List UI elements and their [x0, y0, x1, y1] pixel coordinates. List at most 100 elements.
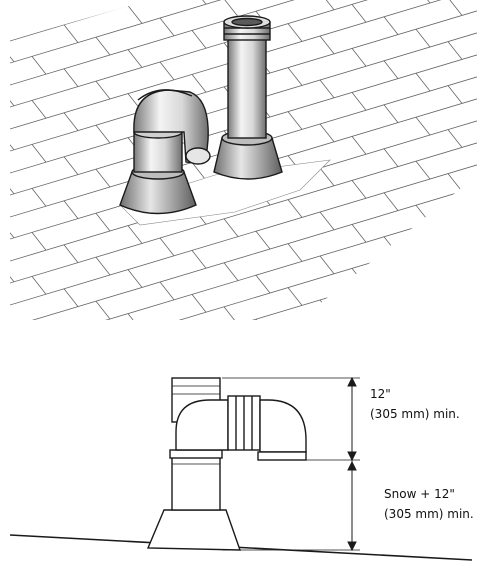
- shingle-joint-line: [31, 100, 47, 119]
- shingle-joint-line: [351, 48, 367, 67]
- shingle-joint-line: [287, 111, 303, 130]
- shingle-course-line: [10, 186, 477, 320]
- shingle-joint-line: [191, 74, 207, 93]
- shingle-joint-line: [415, 160, 431, 180]
- shingle-joint-line: [287, 243, 303, 262]
- shingle-joint-line: [351, 268, 367, 287]
- shingle-joint-line: [383, 192, 399, 211]
- shingle-joint-line: [287, 23, 303, 42]
- shingle-joint-line: [351, 224, 367, 243]
- shingle-joint-line: [255, 274, 271, 294]
- shingle-joint-line: [63, 156, 79, 175]
- shingle-joint-line: [95, 124, 111, 144]
- shingle-joint-line: [63, 68, 79, 87]
- shingle-joint-line: [31, 56, 47, 75]
- shingle-joint-line: [319, 0, 335, 11]
- shingle-joint-line: [10, 87, 15, 107]
- shingle-joint-line: [10, 131, 15, 151]
- shingle-course-line: [10, 274, 477, 320]
- shingle-joint-line: [159, 17, 175, 37]
- shingle-joint-line: [255, 230, 271, 250]
- shingle-joint-line: [63, 112, 79, 131]
- shingle-joint-line: [383, 104, 399, 123]
- shingle-joint-line: [415, 0, 431, 4]
- shingle-joint-line: [127, 313, 143, 320]
- elbow-fitting: [175, 395, 307, 461]
- shingle-joint-line: [415, 116, 431, 136]
- shingle-joint-line: [447, 261, 463, 280]
- shingle-course-line: [10, 0, 477, 67]
- shingle-course-line: [10, 208, 477, 320]
- shingle-course-line: [10, 230, 477, 320]
- shingle-joint-line: [383, 16, 399, 35]
- shingle-joint-line: [383, 236, 399, 255]
- shingle-joint-line: [287, 199, 303, 218]
- shingle-joint-line: [223, 218, 239, 237]
- shingle-joint-line: [63, 288, 79, 307]
- shingle-joint-line: [351, 92, 367, 111]
- shingle-joint-line: [95, 80, 111, 100]
- shingle-joint-line: [63, 200, 79, 219]
- shingle-joint-line: [127, 5, 143, 24]
- shingle-joint-line: [95, 300, 111, 320]
- shingle-joint-line: [223, 306, 239, 320]
- dimension-arrows: [347, 376, 357, 552]
- straight-vent: [213, 15, 283, 180]
- shingle-joint-line: [10, 307, 15, 320]
- shingle-joint-line: [319, 35, 335, 55]
- shingle-joint-line: [287, 67, 303, 86]
- shingle-joint-line: [159, 237, 175, 257]
- shingle-joint-line: [319, 299, 335, 319]
- isometric-roof-illustration: [10, 0, 477, 320]
- shingle-joint-line: [223, 262, 239, 281]
- lower-dimension-label: Snow + 12" (305 mm) min.: [384, 486, 474, 522]
- elbow-vent: [119, 89, 211, 215]
- shingle-joint-line: [351, 180, 367, 199]
- shingle-joint-line: [31, 144, 47, 163]
- shingle-joint-line: [255, 318, 271, 320]
- roof-line: [9, 534, 473, 561]
- shingle-joint-line: [95, 36, 111, 56]
- shingle-joint-line: [63, 24, 79, 43]
- shingle-joint-line: [319, 79, 335, 99]
- shingle-joint-line: [447, 85, 463, 104]
- shingle-joint-line: [95, 0, 111, 12]
- shingle-course-line: [10, 0, 477, 45]
- shingle-joint-line: [383, 60, 399, 79]
- upper-dimension-line1: 12": [370, 387, 391, 401]
- shingle-joint-line: [415, 28, 431, 48]
- shingle-joint-line: [319, 123, 335, 143]
- vertical-pipe: [169, 449, 223, 511]
- shingle-joint-line: [415, 72, 431, 92]
- lower-dimension-line1: Snow + 12": [384, 487, 455, 501]
- flashing-cone: [146, 509, 241, 551]
- shingle-joint-line: [319, 255, 335, 275]
- lower-dimension-line2: (305 mm) min.: [384, 507, 474, 521]
- shingle-course-line: [10, 164, 477, 309]
- dimension-extension-lines: [222, 377, 360, 551]
- shingle-joint-line: [383, 148, 399, 167]
- shingle-joint-line: [127, 269, 143, 288]
- shingle-joint-line: [319, 167, 335, 187]
- side-elevation-diagram: [9, 376, 473, 561]
- shingle-joint-line: [415, 292, 431, 312]
- shingle-joint-line: [191, 250, 207, 269]
- shingle-joint-line: [447, 129, 463, 148]
- shingle-joint-line: [95, 212, 111, 232]
- shingle-joint-line: [127, 225, 143, 244]
- shingle-joint-line: [31, 188, 47, 207]
- shingle-joint-line: [95, 168, 111, 188]
- shingle-joint-line: [415, 204, 431, 224]
- shingle-joint-line: [63, 244, 79, 263]
- shingle-joint-line: [191, 162, 207, 181]
- shingle-joint-line: [223, 0, 239, 17]
- shingle-joint-line: [31, 232, 47, 251]
- shingle-joint-line: [191, 0, 207, 5]
- shingle-joint-line: [10, 263, 15, 283]
- shingle-joint-line: [351, 312, 367, 320]
- shingle-joint-line: [383, 280, 399, 299]
- shingle-joint-line: [10, 43, 15, 63]
- shingle-joint-line: [10, 0, 15, 19]
- shingle-joint-line: [447, 217, 463, 236]
- shingle-joint-line: [127, 49, 143, 68]
